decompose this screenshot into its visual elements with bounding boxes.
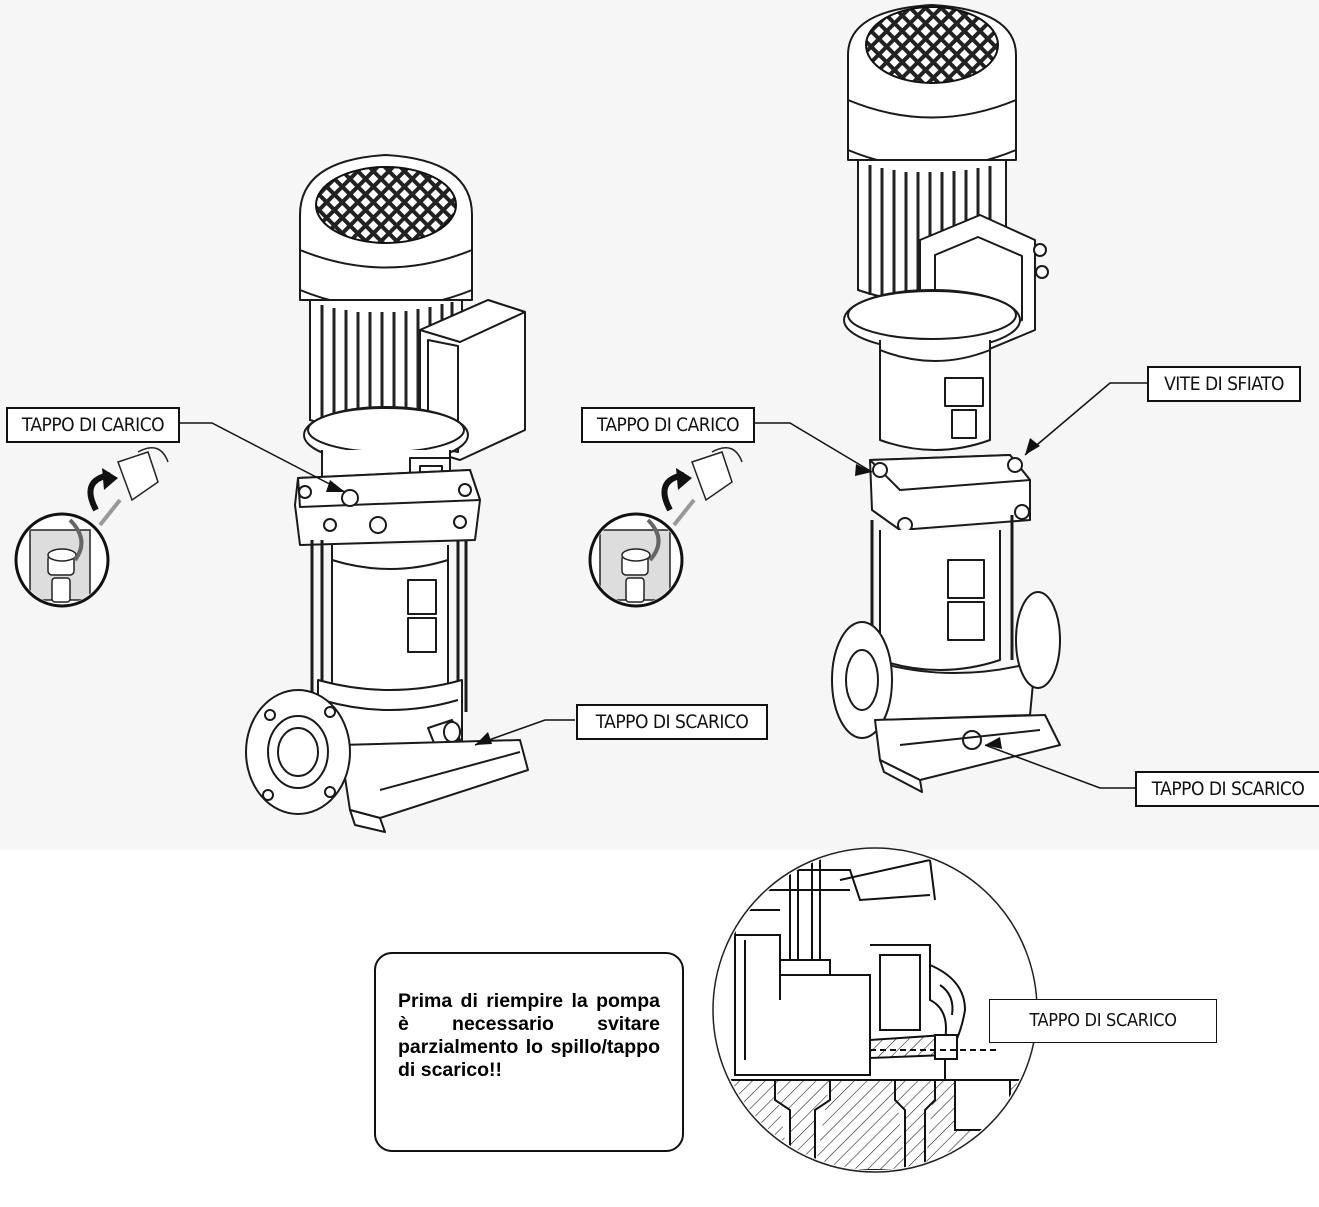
right-fill-inset xyxy=(588,447,743,608)
leader-lines xyxy=(180,382,1147,789)
warning-note: Prima di riempire la pompa è necessario … xyxy=(374,952,684,1152)
left-drain-plug-label: TAPPO DI SCARICO xyxy=(576,704,768,740)
warning-note-text: Prima di riempire la pompa è necessario … xyxy=(398,990,660,1081)
detail-drain-plug-label: TAPPO DI SCARICO xyxy=(989,999,1217,1043)
right-drain-plug-label: TAPPO DI SCARICO xyxy=(1135,771,1319,807)
left-fill-inset xyxy=(14,447,169,608)
right-pump-illustration xyxy=(831,4,1061,793)
left-pump-illustration xyxy=(245,154,529,833)
leader-arrowheads xyxy=(326,438,1040,749)
right-vent-screw-label: VITE DI SFIATO xyxy=(1147,366,1301,402)
right-fill-plug-label: TAPPO DI CARICO xyxy=(581,407,755,443)
left-fill-plug-label: TAPPO DI CARICO xyxy=(6,407,180,443)
